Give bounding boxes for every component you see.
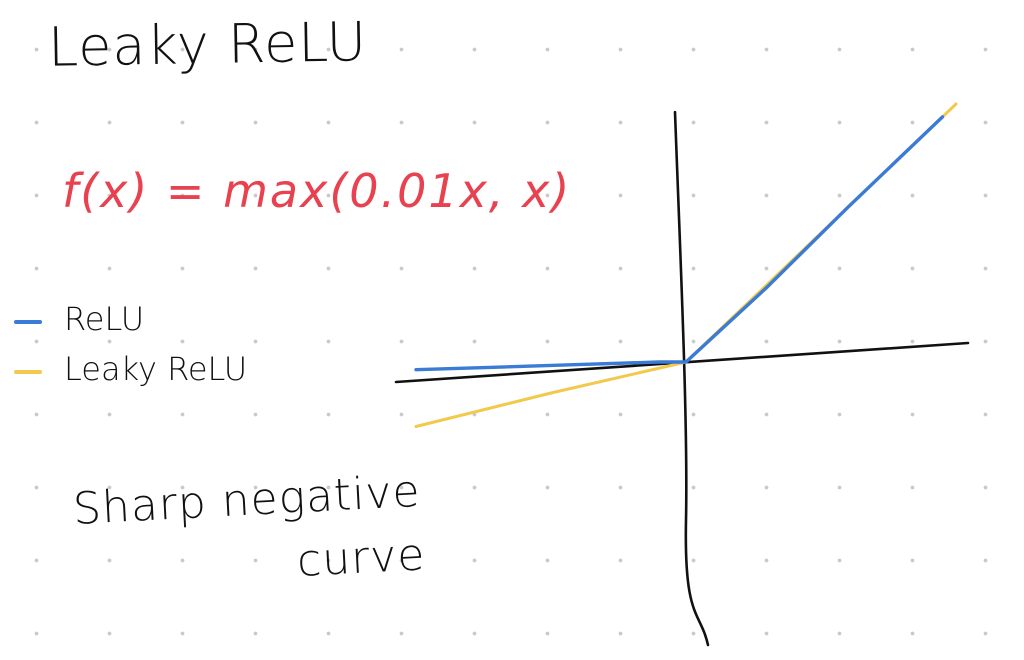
legend-label-relu: ReLU <box>64 300 145 338</box>
series-line-leaky-relu <box>414 102 958 428</box>
legend-item-leaky-relu: Leaky ReLU <box>12 350 272 390</box>
legend-swatch-relu <box>14 320 42 324</box>
formula-text: f(x) = max(0.01x, x) <box>62 164 572 218</box>
legend-swatch-leaky-relu <box>14 370 42 374</box>
legend-label-leaky-relu: Leaky ReLU <box>64 350 248 388</box>
y-axis <box>673 110 710 647</box>
chart-legend: ReLU Leaky ReLU <box>12 300 272 410</box>
series-layer <box>414 102 958 428</box>
series-line-relu <box>414 115 945 372</box>
legend-item-relu: ReLU <box>12 300 272 340</box>
